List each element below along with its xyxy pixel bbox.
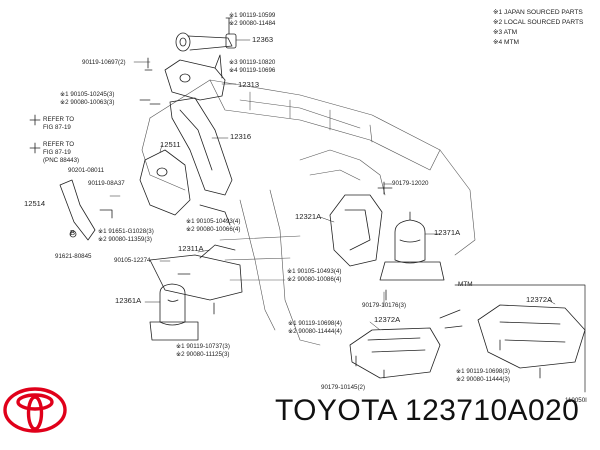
legend-item: ※4 MTM — [493, 39, 520, 46]
part-label: 12514 — [24, 199, 46, 208]
part-label: ※2 90080-11359(3) — [98, 236, 152, 243]
part-label: ※1 90119-10698(3) — [456, 368, 510, 375]
part-label: 12371A — [434, 228, 461, 237]
engine-block — [141, 79, 476, 346]
part-label: ※4 90119-10696 — [229, 67, 276, 74]
part-label: 12511 — [160, 140, 181, 149]
part-label: ※2 90080-11125(3) — [176, 351, 230, 358]
toyota-logo-icon — [3, 387, 67, 433]
part-label: 90201-08011 — [68, 167, 105, 174]
part-label: ※1 91651-G1028(3) — [98, 228, 154, 235]
part-label: ※3 90119-10820 — [229, 59, 276, 66]
bracket-12511 — [139, 149, 231, 226]
part-label: ※2 90080-10063(3) — [60, 99, 115, 106]
mtm-group-label: MTM — [458, 281, 473, 288]
part-label: 90119-08A37 — [88, 180, 125, 187]
bracket-12313 — [144, 54, 226, 101]
part-label: ※1 90119-10737(3) — [176, 343, 230, 350]
part-label: 90119-10697(2) — [82, 59, 126, 66]
part-label: ※2 90080-10066(4) — [186, 226, 241, 233]
part-label: FIG 87-19 — [43, 124, 71, 131]
part-label: 12316 — [230, 132, 252, 141]
part-label: ※1 90105-10245(3) — [60, 91, 115, 98]
bracket-12514 — [59, 179, 113, 241]
part-label: ※1 90119-10599 — [229, 12, 276, 19]
bracket-12311a — [149, 244, 243, 301]
callout-b: B — [70, 228, 76, 237]
mount-12361a — [149, 283, 199, 341]
torque-rod-12363 — [175, 17, 237, 52]
part-label: (PNC 88443) — [43, 157, 80, 164]
part-label: ※2 90080-11444(3) — [456, 376, 510, 383]
legend-item: ※1 JAPAN SOURCED PARTS — [493, 9, 583, 16]
part-label: 90179-12020 — [392, 180, 429, 187]
part-label: 91621-80845 — [55, 253, 92, 260]
part-label: ※2 90080-11444(4) — [288, 328, 342, 335]
legend: ※1 JAPAN SOURCED PARTS ※2 LOCAL SOURCED … — [493, 8, 583, 48]
part-label: 90105-12274 — [114, 257, 151, 264]
part-label: ※2 90080-11484 — [229, 20, 276, 27]
leader-lines — [109, 39, 556, 331]
part-label: REFER TO — [43, 141, 75, 148]
part-label: REFER TO — [43, 116, 75, 123]
mount-12372a-mtm — [454, 284, 586, 393]
part-label: 12361A — [115, 296, 142, 305]
bracket-12316 — [139, 97, 233, 196]
part-label: ※1 90105-10493(4) — [287, 268, 342, 275]
mount-12372a-atm — [349, 309, 463, 379]
part-label: 12321A — [295, 212, 322, 221]
part-label: 12372A — [526, 295, 553, 304]
part-label: 12311A — [178, 244, 204, 253]
part-label: FIG 87-19 — [43, 149, 71, 156]
part-number-title: TOYOTA 123710A020 — [275, 394, 580, 427]
part-label: ※1 90119-10698(4) — [288, 320, 342, 327]
part-label: 90179-10145(2) — [321, 384, 366, 391]
part-label: 12313 — [238, 80, 260, 89]
figure-code: 110050I — [565, 397, 587, 404]
fasteners — [29, 114, 541, 379]
legend-item: ※2 LOCAL SOURCED PARTS — [493, 19, 584, 26]
part-label: 12363 — [252, 35, 274, 44]
part-label: ※1 90105-10493(4) — [186, 218, 241, 225]
part-label: ※2 90080-10086(4) — [287, 276, 342, 283]
mount-12371a — [379, 211, 445, 281]
legend-item: ※3 ATM — [493, 29, 518, 36]
part-label: 90179-10176(3) — [362, 302, 407, 309]
bracket-12321a — [329, 181, 393, 267]
part-label: 12372A — [374, 315, 401, 324]
